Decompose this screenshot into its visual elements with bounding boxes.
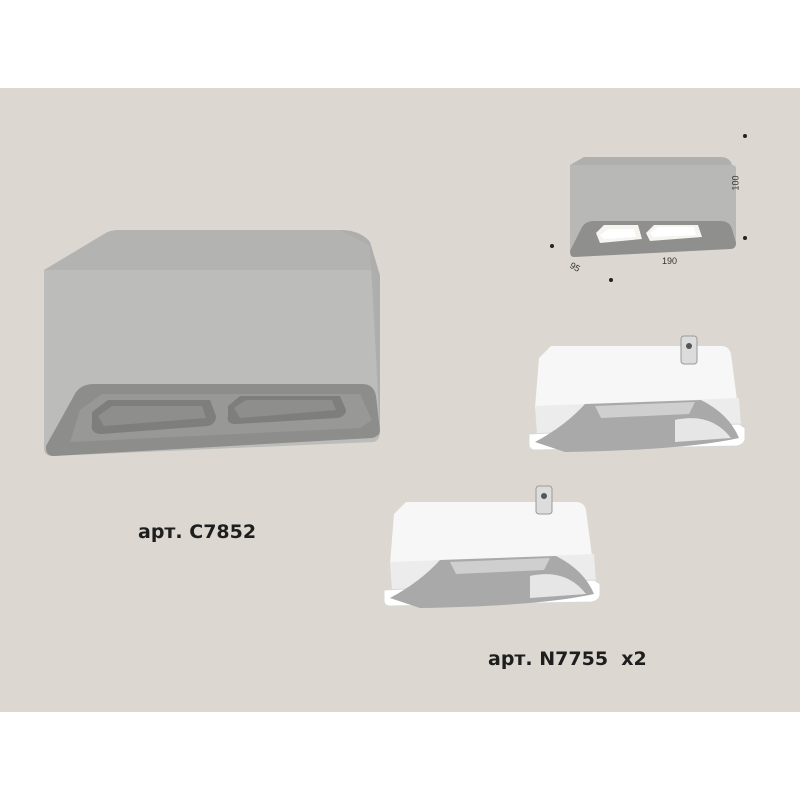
dimension-marker	[743, 236, 747, 240]
dimension-marker	[743, 134, 747, 138]
insert-product-image-bottom	[383, 485, 601, 608]
housing-product-image	[44, 230, 380, 456]
dimension-marker	[609, 278, 613, 282]
dimension-width: 190	[662, 256, 678, 266]
dimension-product-image	[570, 157, 736, 257]
insert-product-image-top	[528, 335, 746, 452]
housing-article-label: арт. C7852	[138, 521, 257, 543]
dimension-height: 100	[730, 175, 741, 191]
insert-article-label: арт. N7755 x2	[488, 648, 647, 670]
dimension-marker	[550, 244, 554, 248]
